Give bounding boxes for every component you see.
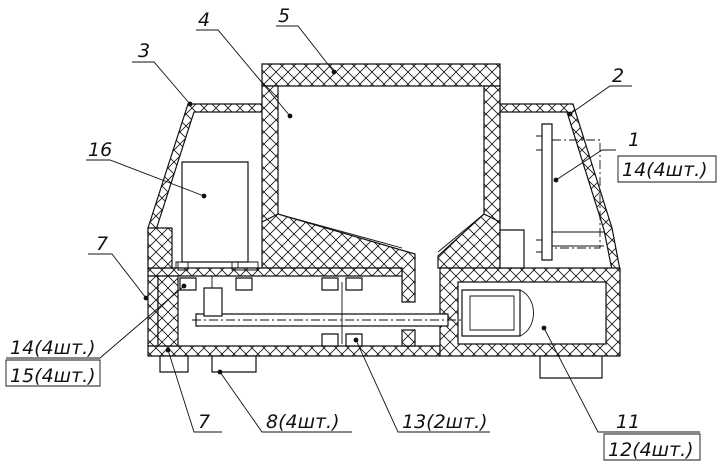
right-compartment [439, 267, 621, 379]
hopper [261, 63, 501, 303]
block-16 [177, 161, 259, 271]
label-part-4: 4 [198, 9, 210, 31]
label-part-13: 13(2шт.) [402, 411, 488, 433]
label-part-1: 1 [628, 129, 640, 151]
label-part-2: 2 [612, 65, 624, 87]
leader-lines [5, 25, 717, 461]
label-part-3: 3 [138, 40, 150, 62]
label-part-7-bottom: 7 [198, 411, 210, 433]
label-part-8: 8(4шт.) [266, 411, 340, 433]
right-upper-frame [499, 123, 604, 269]
label-part-12: 12(4шт.) [608, 439, 694, 461]
part-labels: 3 4 5 2 1 14(4шт.) 16 7 14(4шт.) 15(4шт.… [10, 5, 708, 461]
label-part-11: 11 [616, 411, 640, 433]
label-part-7-left: 7 [96, 233, 108, 255]
label-part-15: 15(4шт.) [10, 365, 96, 387]
label-part-5: 5 [278, 5, 290, 27]
transmission [175, 261, 462, 347]
label-part-16: 16 [88, 139, 112, 161]
label-part-14-right: 14(4шт.) [622, 159, 708, 181]
label-part-14-left: 14(4шт.) [10, 337, 96, 359]
